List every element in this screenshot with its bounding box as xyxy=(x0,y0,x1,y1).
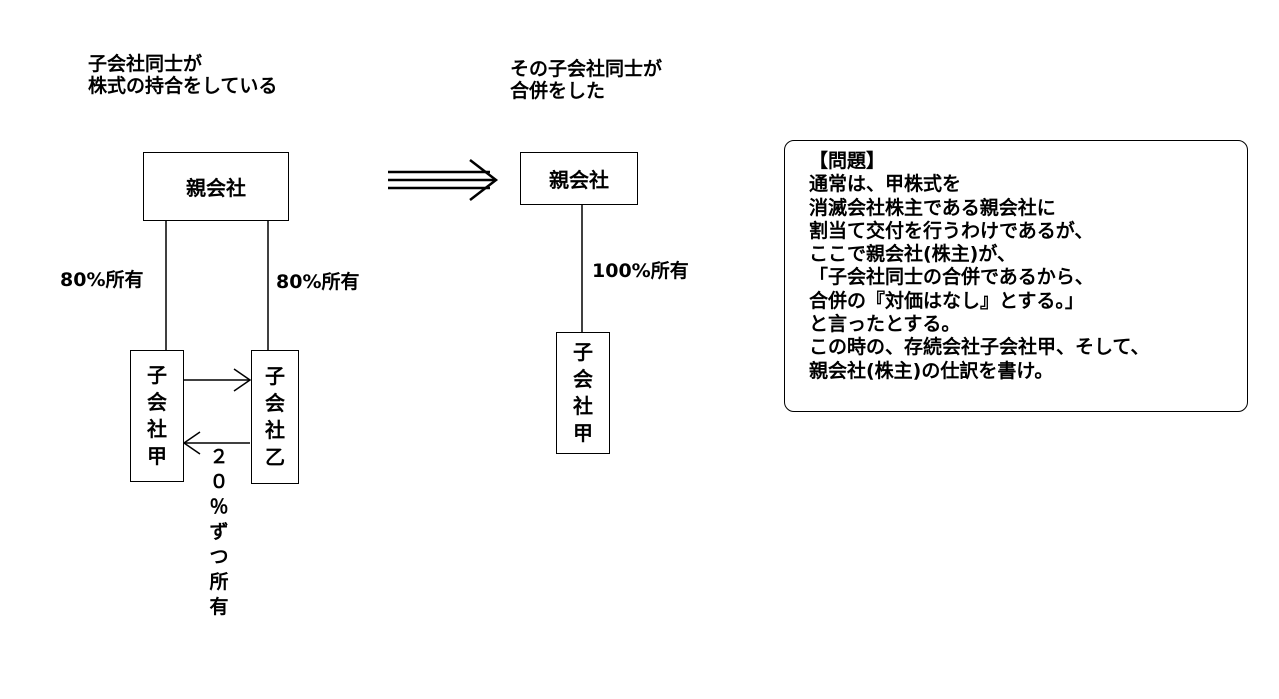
problem-line: 合併の『対価はなし』とする。」 xyxy=(809,289,1084,312)
right-caption-line-2: 合併をした xyxy=(510,80,606,102)
merge-arrow-head xyxy=(469,159,499,201)
sub-a-box: 子 会 社 甲 xyxy=(130,350,184,482)
sub-a-char: 子 xyxy=(147,363,167,387)
merged-sub-a-box: 子 会 社 甲 xyxy=(556,332,610,454)
problem-title: 【問題】 xyxy=(809,150,886,172)
cross-ownership-char: ず xyxy=(209,521,229,543)
sub-b-char: 会 xyxy=(265,391,285,415)
merged-sub-a-char: 甲 xyxy=(573,421,593,445)
sub-a-char: 社 xyxy=(147,417,167,441)
arrow-b-to-a-head xyxy=(182,431,201,455)
right-parent-box: 親会社 xyxy=(520,152,638,205)
problem-line: 親会社(株主)の仕訳を書け。 xyxy=(809,359,1054,382)
sub-b-box: 子 会 社 乙 xyxy=(251,350,299,484)
merged-sub-a-char: 子 xyxy=(573,340,593,364)
problem-line: 通常は、甲株式を xyxy=(809,173,962,196)
right-caption-line-1: その子会社同士が xyxy=(510,58,663,80)
problem-line: 割当て交付を行うわけであるが、 xyxy=(809,219,1094,242)
right-ownership-100-label: 100%所有 xyxy=(592,260,689,282)
problem-line: ここで親会社(株主)が、 xyxy=(809,243,1016,266)
left-parent-label: 親会社 xyxy=(186,176,246,200)
right-caption: その子会社同士が 合併をした xyxy=(510,58,662,102)
cross-ownership-char: つ xyxy=(209,546,229,568)
cross-ownership-char: ２ xyxy=(209,446,229,468)
left-caption-line-2: 株式の持合をしている xyxy=(88,75,278,97)
right-ownership-label: 80%所有 xyxy=(276,271,360,293)
problem-line: 消滅会社株主である親会社に xyxy=(809,196,1056,219)
left-caption-line-1: 子会社同士が xyxy=(88,53,203,75)
sub-a-char: 会 xyxy=(147,390,167,414)
cross-ownership-label: ２ ０ ％ ず つ 所 有 xyxy=(206,445,232,620)
problem-line: この時の、存続会社子会社甲、そして、 xyxy=(809,336,1150,359)
arrow-a-to-b-head xyxy=(233,368,252,392)
merged-sub-a-char: 社 xyxy=(573,394,593,418)
cross-ownership-char: 有 xyxy=(209,596,229,618)
cross-ownership-char: ％ xyxy=(209,496,229,518)
merged-sub-a-char: 会 xyxy=(573,367,593,391)
cross-ownership-char: ０ xyxy=(209,471,229,493)
left-caption: 子会社同士が 株式の持合をしている xyxy=(88,53,277,97)
problem-box: 【問題】 通常は、甲株式を 消滅会社株主である親会社に 割当て交付を行うわけであ… xyxy=(784,140,1248,412)
sub-a-char: 甲 xyxy=(147,444,167,468)
sub-b-char: 社 xyxy=(265,418,285,442)
sub-b-char: 子 xyxy=(265,364,285,388)
left-ownership-label: 80%所有 xyxy=(60,269,144,291)
cross-ownership-char: 所 xyxy=(209,571,229,593)
sub-b-char: 乙 xyxy=(265,445,285,469)
problem-line: と言ったとする。 xyxy=(809,313,961,336)
right-parent-label: 親会社 xyxy=(549,168,609,192)
left-parent-box: 親会社 xyxy=(143,152,289,221)
problem-line: 「子会社同士の合併であるから、 xyxy=(809,266,1094,289)
